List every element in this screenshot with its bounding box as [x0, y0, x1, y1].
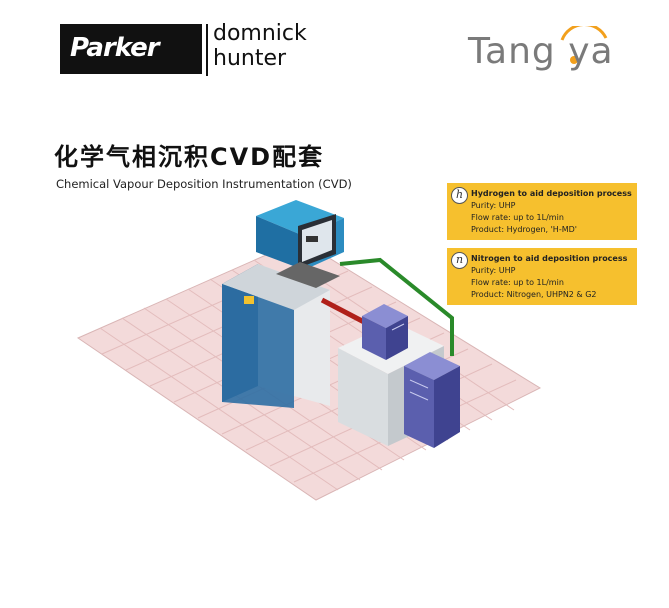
panel-line: Product: Hydrogen, 'H-MD': [471, 225, 577, 234]
domnick-hunter-line1: domnick: [213, 21, 307, 46]
panel-line: Hydrogen to aid deposition process: [471, 189, 632, 198]
panel-line: Flow rate: up to 1L/min: [471, 213, 564, 222]
logo-divider: [206, 24, 208, 76]
cvd-machine: [222, 200, 344, 408]
hydrogen-pipe: [320, 297, 366, 325]
domnick-hunter-line2: hunter: [213, 46, 287, 71]
panel-line: Nitrogen to aid deposition process: [471, 254, 628, 263]
hydrogen-info-panel: h Hydrogen to aid deposition process Pur…: [447, 183, 637, 240]
hydrogen-badge-icon: h: [451, 187, 468, 204]
tangya-wordmark: Tang ya: [468, 31, 614, 72]
nitrogen-badge-icon: n: [451, 252, 468, 269]
nitrogen-generator: [404, 352, 460, 448]
parker-wordmark: Parker: [70, 33, 160, 63]
page-title-chinese: 化学气相沉积CVD配套: [54, 143, 325, 171]
panel-line: Purity: UHP: [471, 201, 516, 210]
panel-line: Flow rate: up to 1L/min: [471, 278, 564, 287]
panel-line: Product: Nitrogen, UHPN2 & G2: [471, 290, 597, 299]
panel-line: Purity: UHP: [471, 266, 516, 275]
hydrogen-generator: [362, 304, 408, 360]
tangya-logo: [560, 26, 608, 64]
nitrogen-info-panel: n Nitrogen to aid deposition process Pur…: [447, 248, 637, 305]
nitrogen-pipe: [339, 257, 454, 356]
cvd-scene-illustration: [76, 200, 542, 501]
parker-logo: [60, 24, 202, 74]
page-title-english: Chemical Vapour Deposition Instrumentati…: [56, 177, 352, 191]
